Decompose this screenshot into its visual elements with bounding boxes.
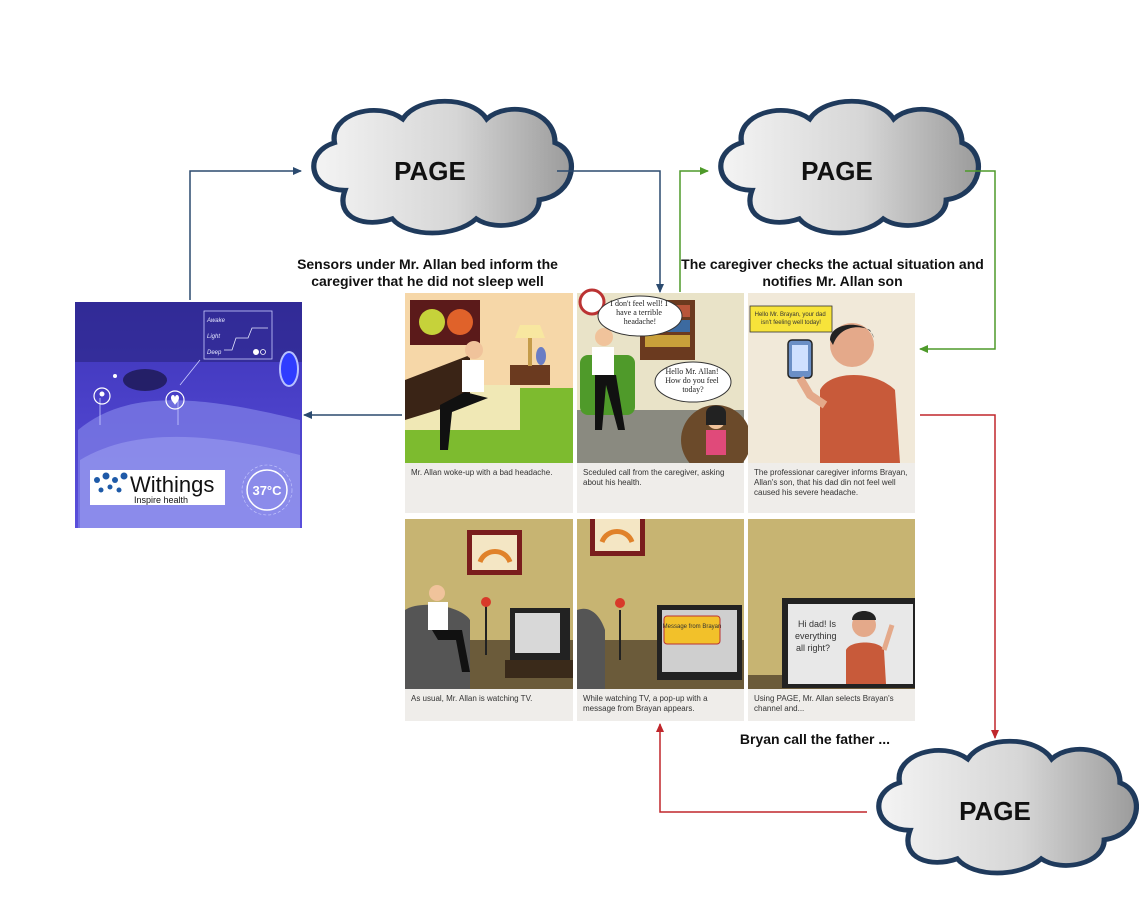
withings-logo-box	[90, 470, 225, 505]
heart-icon	[165, 390, 185, 410]
withings-sensor-image: Awake Light Deep 37°C Withings Inspire h…	[75, 302, 302, 528]
user-icon	[93, 387, 111, 405]
withings-tagline: Inspire health	[134, 495, 188, 505]
speech-bubble-allan	[597, 295, 683, 337]
comic-panel-5: Message from Brayan	[577, 519, 744, 689]
arrow-panel-to-cloud-red	[920, 414, 999, 739]
moon-icon	[253, 349, 259, 355]
sleep-level-awake: Awake	[206, 318, 226, 324]
message-popup-text: Message from Brayan	[663, 624, 722, 630]
sleep-level-light: Light	[207, 334, 220, 340]
message-popup	[663, 615, 721, 645]
clock-icon	[578, 288, 606, 316]
svg-text:Hello Mr. Allan! How do: Hello Mr. Allan! How do you feel today?	[665, 367, 721, 394]
comic-panel-6: Hi dad! Is everything all right?	[748, 519, 915, 689]
cloud-top-right-label: PAGE	[801, 156, 873, 186]
arrow-panel-to-cloud-green	[679, 167, 709, 292]
comic-panel-3: Hello Mr. Brayan, your dad isn't feeling…	[748, 293, 915, 463]
speech-bubble-caregiver-to-son	[749, 305, 833, 333]
cloud-bottom-label: PAGE	[959, 796, 1031, 826]
panel-6-caption: Using PAGE, Mr. Allan selects Brayan's c…	[748, 689, 915, 721]
withings-logo-icon	[94, 472, 128, 493]
svg-text:Hello Mr. Brayan, your dad: Hello Mr. Brayan, your dad isn't feeling…	[755, 312, 828, 326]
comic-panel-1	[405, 293, 573, 463]
sleep-level-deep: Deep	[207, 350, 222, 356]
panel-1-caption: Mr. Allan woke-up with a bad headache.	[405, 463, 573, 513]
panel-2-caption: Sceduled call from the caregiver, asking…	[577, 463, 744, 513]
temperature-value: 37°C	[252, 483, 282, 498]
svg-text:Hi dad! Is everything: Hi dad! Is everything all right?	[795, 619, 839, 653]
withings-brand: Withings	[130, 472, 214, 497]
panel-4-caption: As usual, Mr. Allan is watching TV.	[405, 689, 573, 721]
glow-orb	[279, 351, 299, 387]
panel-3-caption: The professionar caregiver informs Braya…	[748, 463, 915, 513]
arrow-cloud-to-panel-red	[656, 723, 867, 813]
arrow-cloud-to-panel-green	[919, 170, 996, 353]
temperature-dial	[246, 469, 288, 511]
comic-panel-2: I don't feel well! I have a terrible hea…	[577, 288, 751, 475]
arrow-cloud-to-panel	[557, 170, 664, 293]
label-caregiver-checks: The caregiver checks the actual situatio…	[681, 256, 984, 289]
label-bryan-call: Bryan call the father ...	[739, 731, 891, 747]
panel-5-caption: While watching TV, a pop-up with a messa…	[577, 689, 744, 721]
arrow-sensor-to-cloud	[189, 167, 302, 300]
comic-panel-4	[405, 519, 573, 689]
label-sensors: Sensors under Mr. Allan bed inform the c…	[297, 256, 558, 289]
cloud-top-left-label: PAGE	[394, 156, 466, 186]
speech-bubble-caregiver	[654, 361, 732, 403]
svg-text:I don't feel well! I hav: I don't feel well! I have a terrible hea…	[610, 299, 669, 326]
